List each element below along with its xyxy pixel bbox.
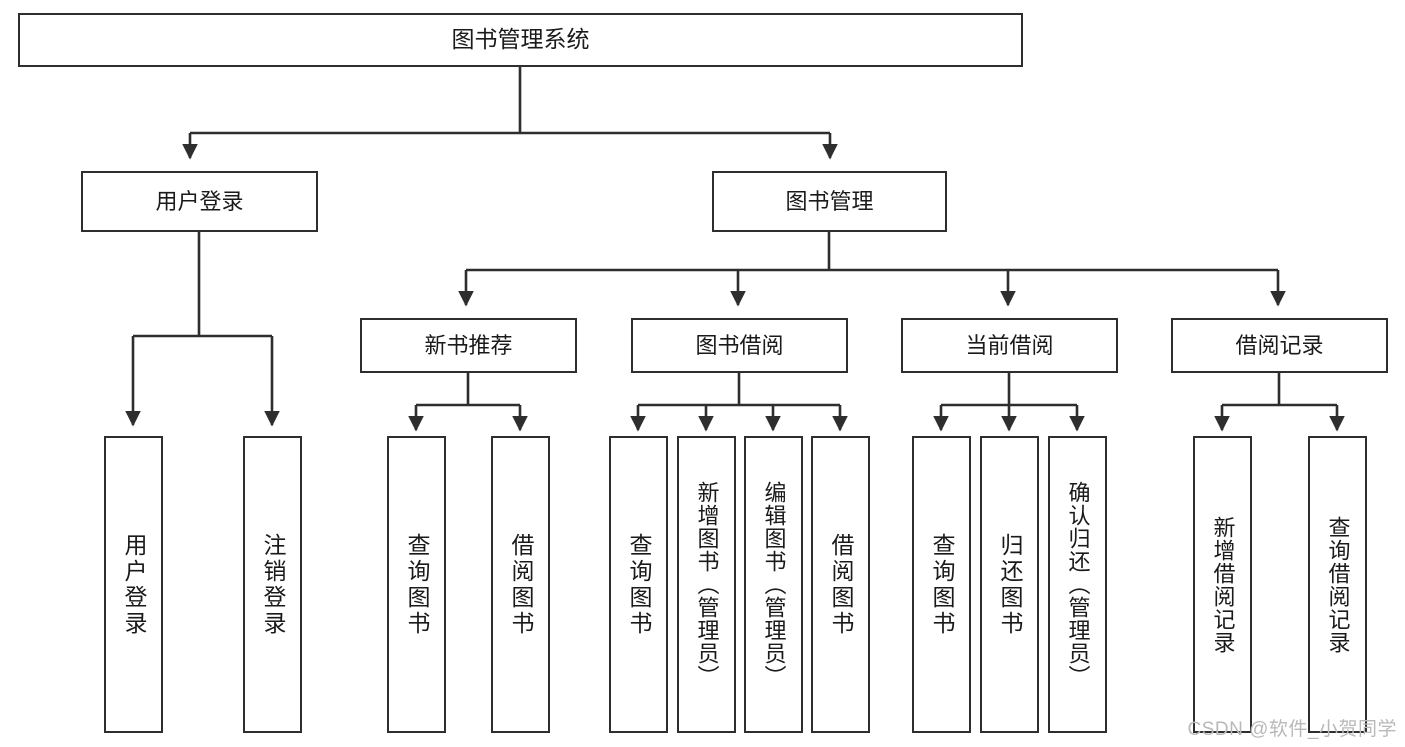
- leaf-add-borrow-record[interactable]: 新增借阅记录: [1193, 436, 1252, 733]
- node-user-login[interactable]: 用户登录: [81, 171, 318, 232]
- node-label: 当前借阅: [965, 332, 1054, 358]
- leaf-confirm-return-admin[interactable]: 确认归还（管理员）: [1048, 436, 1107, 733]
- leaf-logout[interactable]: 注销登录: [243, 436, 302, 733]
- node-label: 图书管理系统: [451, 26, 590, 53]
- node-label: 借阅图书: [828, 532, 854, 637]
- node-book-management[interactable]: 图书管理: [712, 171, 947, 232]
- node-label: 图书借阅: [695, 332, 784, 358]
- node-borrow-record[interactable]: 借阅记录: [1171, 318, 1388, 373]
- node-label: 注销登录: [260, 532, 286, 637]
- leaf-add-book-admin[interactable]: 新增图书（管理员）: [677, 436, 736, 733]
- node-book-borrow[interactable]: 图书借阅: [631, 318, 848, 373]
- node-new-book-recommend[interactable]: 新书推荐: [360, 318, 577, 373]
- leaf-edit-book-admin[interactable]: 编辑图书（管理员）: [744, 436, 803, 733]
- node-label: 用户登录: [155, 188, 244, 214]
- leaf-user-login[interactable]: 用户登录: [104, 436, 163, 733]
- node-label: 查询图书: [929, 532, 955, 637]
- node-label: 新增借阅记录: [1210, 515, 1236, 654]
- node-label: 查询借阅记录: [1325, 515, 1351, 654]
- leaf-query-book-borrow[interactable]: 查询图书: [609, 436, 668, 733]
- node-label: 新书推荐: [424, 332, 513, 358]
- node-label: 查询图书: [626, 532, 652, 637]
- watermark-text: CSDN @软件_小贺同学: [1187, 719, 1397, 740]
- node-label: 归还图书: [997, 532, 1023, 637]
- node-label: 查询图书: [404, 532, 430, 637]
- node-label: 借阅图书: [508, 532, 534, 637]
- node-label: 新增图书（管理员）: [694, 481, 720, 688]
- node-label: 用户登录: [121, 532, 147, 637]
- leaf-query-borrow-record[interactable]: 查询借阅记录: [1308, 436, 1367, 733]
- node-current-borrow[interactable]: 当前借阅: [901, 318, 1118, 373]
- leaf-query-book-current[interactable]: 查询图书: [912, 436, 971, 733]
- node-label: 确认归还（管理员）: [1065, 481, 1091, 688]
- leaf-borrow-book-recommend[interactable]: 借阅图书: [491, 436, 550, 733]
- leaf-borrow-book[interactable]: 借阅图书: [811, 436, 870, 733]
- leaf-query-book-recommend[interactable]: 查询图书: [387, 436, 446, 733]
- node-label: 借阅记录: [1235, 332, 1324, 358]
- node-label: 图书管理: [785, 188, 874, 214]
- node-label: 编辑图书（管理员）: [761, 481, 787, 688]
- leaf-return-book[interactable]: 归还图书: [980, 436, 1039, 733]
- node-root-book-management-system[interactable]: 图书管理系统: [18, 13, 1023, 67]
